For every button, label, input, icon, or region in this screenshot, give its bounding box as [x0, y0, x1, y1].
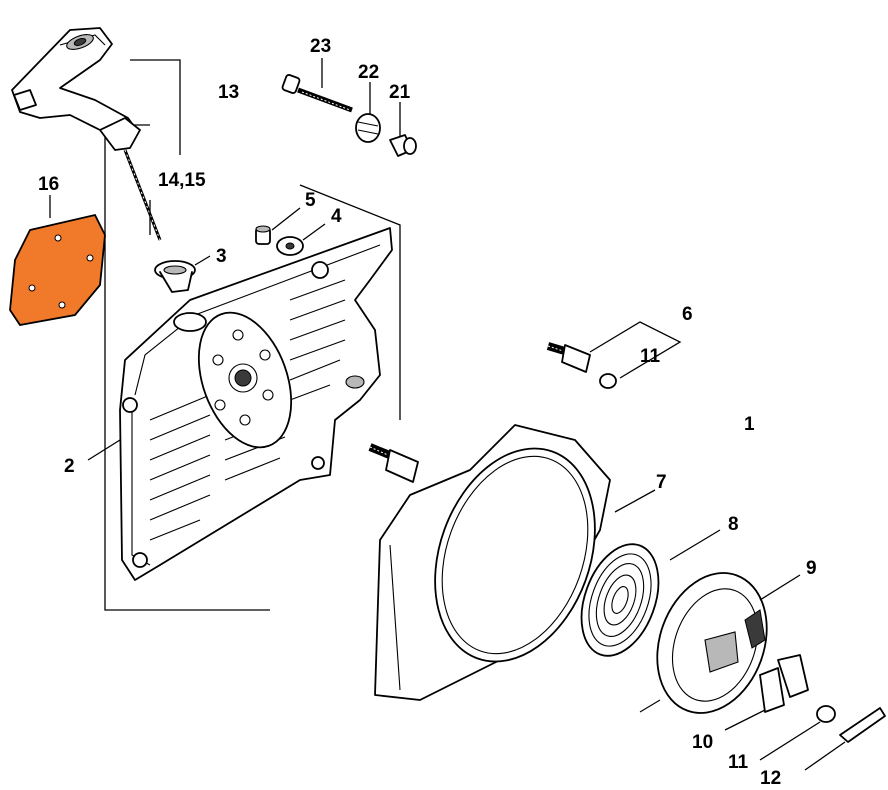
sleeve — [255, 225, 271, 245]
starter-housing — [119, 227, 393, 581]
callout-22: 22 — [358, 62, 379, 83]
ring-lower — [816, 705, 836, 723]
pawl — [759, 654, 809, 713]
callout-8: 8 — [728, 514, 739, 535]
spring — [355, 113, 381, 143]
washer — [276, 236, 304, 256]
leader-lines — [49, 58, 846, 771]
callout-13: 13 — [218, 82, 239, 103]
starter-grip — [11, 27, 141, 151]
callout-11-upper: 11 — [640, 346, 661, 367]
callout-1: 1 — [744, 414, 755, 435]
rope-guide-bushing — [154, 260, 196, 293]
stud-upper — [546, 342, 591, 373]
callout-16: 16 — [38, 174, 59, 195]
callout-6: 6 — [682, 304, 693, 325]
callout-10: 10 — [692, 732, 713, 753]
rewind-spring — [580, 543, 660, 657]
callout-labels: 1 2 3 4 5 6 7 8 9 10 11 11 12 13 14,15 1… — [38, 36, 817, 789]
callout-12: 12 — [760, 768, 781, 789]
callout-7: 7 — [656, 472, 667, 493]
callout-3: 3 — [216, 246, 227, 267]
starter-rope — [123, 149, 162, 241]
screw — [281, 74, 353, 113]
callout-21: 21 — [389, 82, 411, 103]
callout-23: 23 — [310, 36, 331, 57]
bushing — [389, 134, 417, 157]
ring-upper — [599, 373, 617, 389]
callout-5: 5 — [305, 190, 316, 211]
callout-4: 4 — [331, 206, 342, 227]
callout-2: 2 — [64, 456, 75, 477]
rope-rotor — [639, 572, 768, 714]
callout-14-15: 14,15 — [158, 170, 206, 191]
callout-11-lower: 11 — [728, 752, 749, 773]
callout-9: 9 — [806, 558, 817, 579]
fan-housing — [374, 424, 611, 701]
stud-lower — [368, 443, 419, 483]
orange-cover-plate — [9, 213, 106, 326]
spring-clip — [839, 707, 886, 743]
